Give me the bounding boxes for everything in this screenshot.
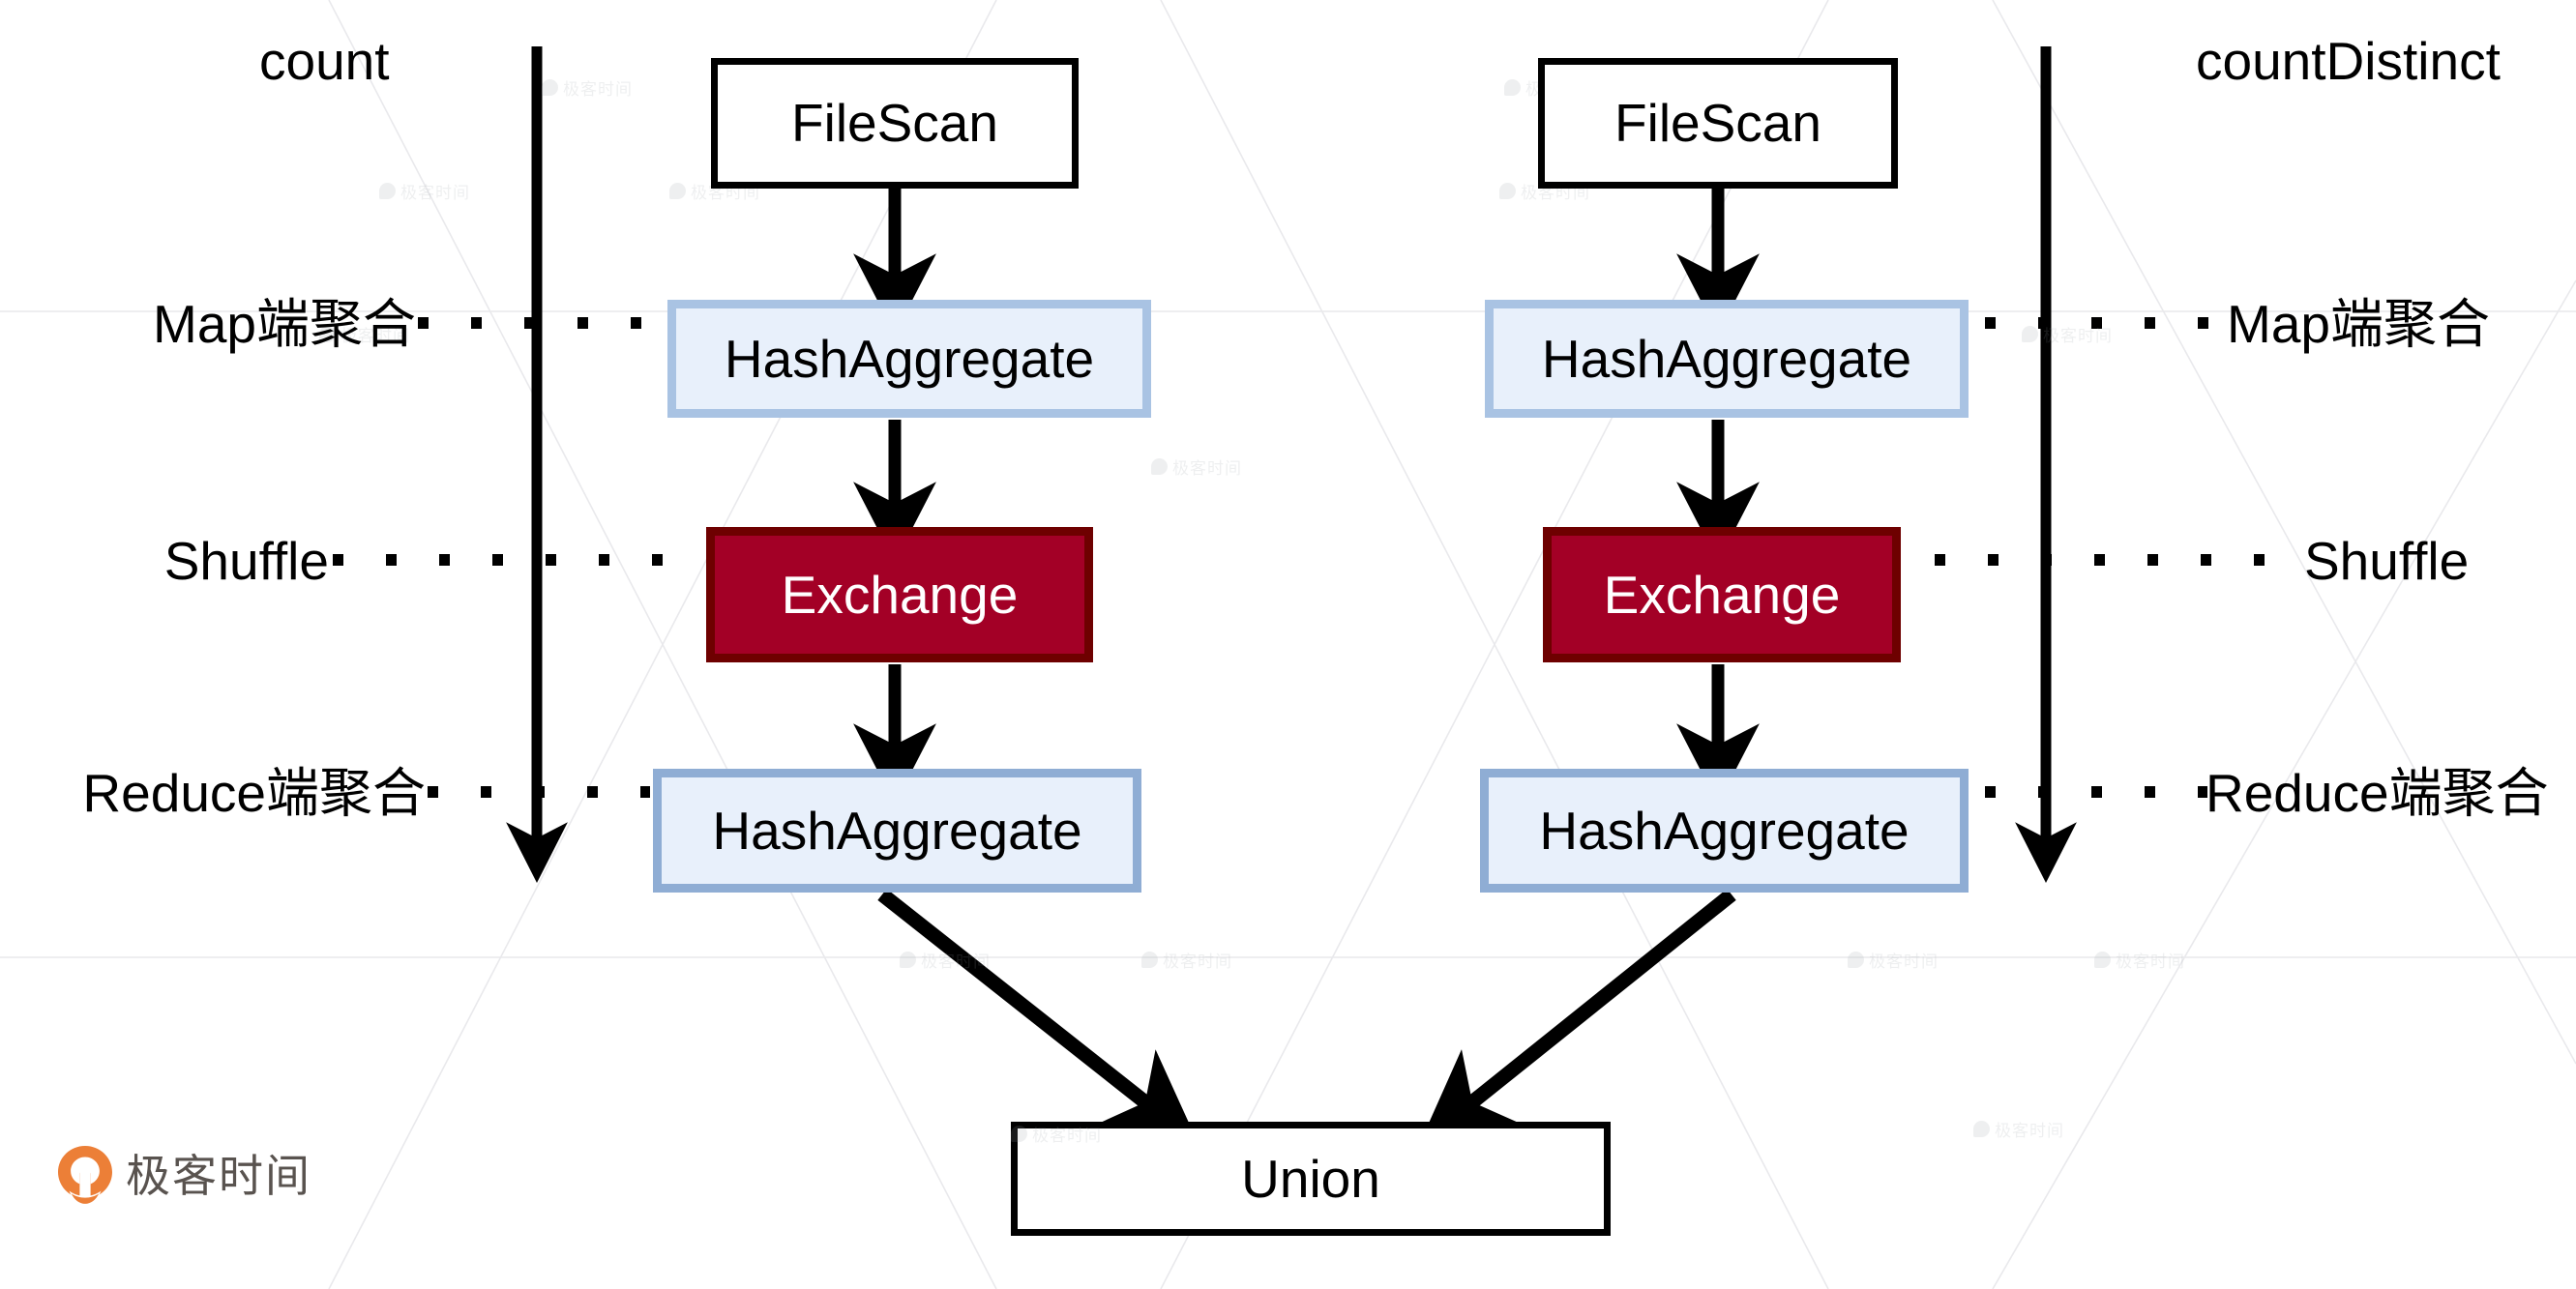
node-hashaggregate-right-reduce[interactable]: HashAggregate: [1480, 769, 1969, 893]
stage-label-left-shuffle: Shuffle: [163, 531, 329, 591]
node-label: HashAggregate: [712, 800, 1082, 861]
node-label: HashAggregate: [724, 328, 1095, 389]
stage-label-left-map: Map端聚合: [153, 294, 416, 354]
edge-left-to-union: [877, 889, 1199, 1145]
node-label: HashAggregate: [1541, 328, 1912, 389]
union-merge-arrows: [877, 889, 1736, 1145]
left-axis-title: count: [259, 31, 390, 91]
stage-dotted-connectors-right: [1935, 317, 2306, 798]
node-filescan-right[interactable]: FileScan: [1538, 58, 1898, 189]
stage-label-right-map: Map端聚合: [2227, 294, 2490, 354]
geektime-logo: 极客时间: [58, 1146, 311, 1206]
node-filescan-left[interactable]: FileScan: [711, 58, 1079, 189]
node-hashaggregate-left-map[interactable]: HashAggregate: [667, 300, 1151, 418]
stage-label-left-reduce: Reduce端聚合: [82, 763, 426, 823]
node-label: FileScan: [791, 93, 998, 153]
geektime-pin-icon: [58, 1146, 112, 1206]
node-label: Exchange: [781, 564, 1019, 625]
stage-label-right-reduce: Reduce端聚合: [2206, 763, 2549, 823]
node-label: FileScan: [1614, 93, 1821, 153]
node-hashaggregate-left-reduce[interactable]: HashAggregate: [653, 769, 1141, 893]
node-union[interactable]: Union: [1011, 1122, 1611, 1236]
right-axis-title: countDistinct: [2196, 31, 2501, 91]
node-label: Union: [1241, 1148, 1380, 1209]
node-label: HashAggregate: [1539, 800, 1910, 861]
node-label: Exchange: [1603, 564, 1841, 625]
node-hashaggregate-right-map[interactable]: HashAggregate: [1485, 300, 1969, 418]
stage-label-right-shuffle: Shuffle: [2304, 531, 2470, 591]
edge-right-to-union: [1419, 889, 1736, 1145]
node-exchange-right[interactable]: Exchange: [1543, 527, 1901, 662]
node-exchange-left[interactable]: Exchange: [706, 527, 1093, 662]
stage-dotted-connectors-left: [333, 317, 704, 798]
geektime-logo-text: 极客时间: [126, 1150, 311, 1202]
